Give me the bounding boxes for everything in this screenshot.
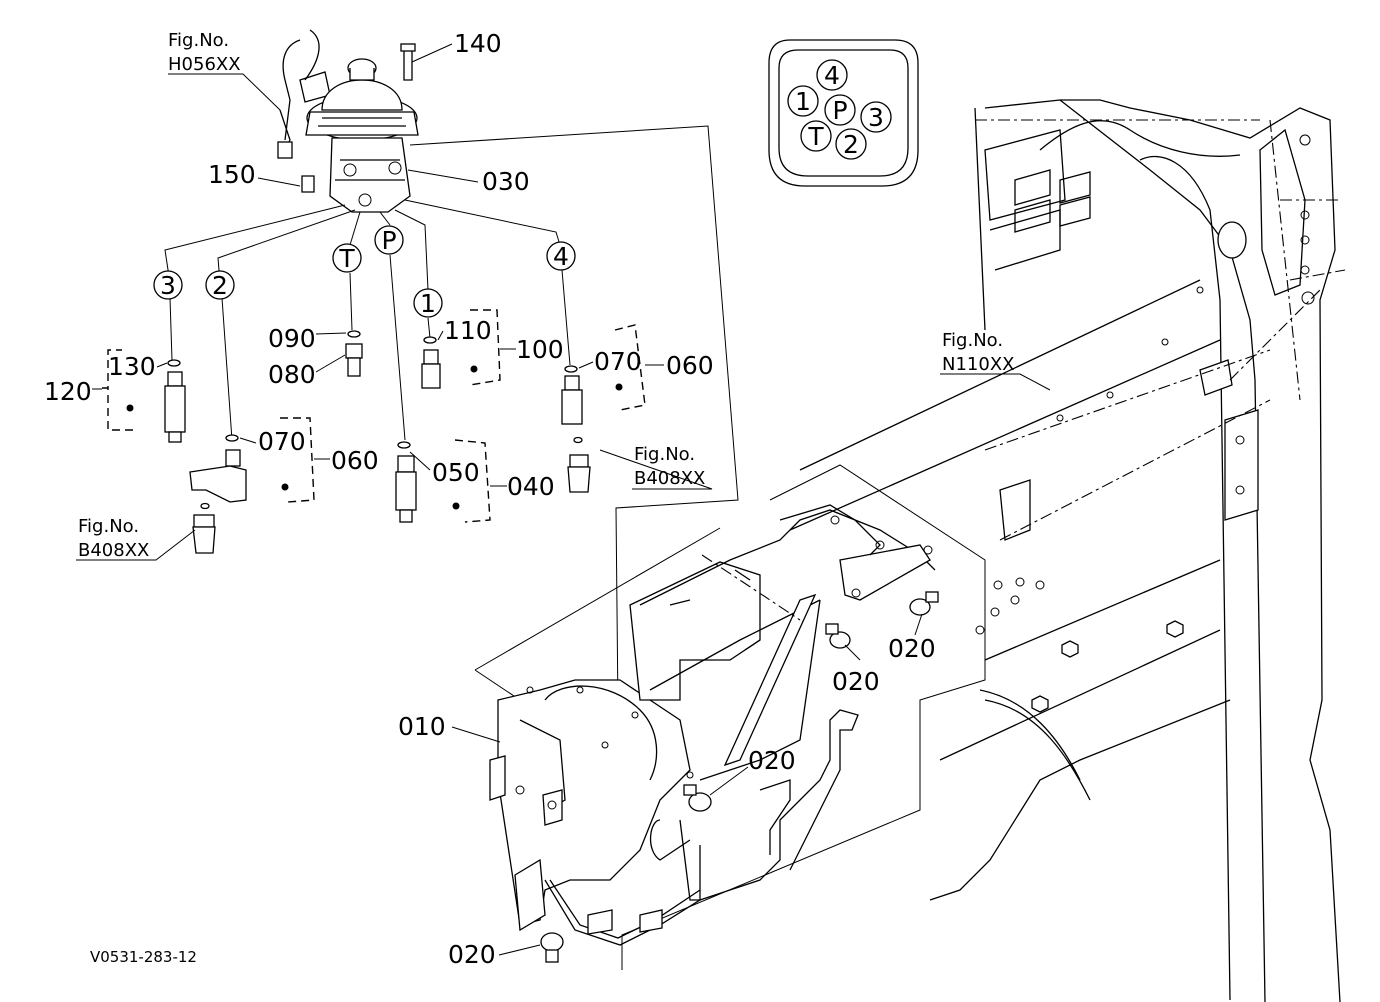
cab-frame (789, 99, 1346, 1002)
port-2-label: 2 (205, 270, 235, 300)
bolt-020-b (909, 591, 939, 616)
callout-030: 030 (482, 167, 530, 196)
port-map-circle-2: 2 (835, 128, 867, 160)
svg-text:Fig.No.: Fig.No. (168, 30, 229, 51)
svg-text:1: 1 (795, 87, 811, 116)
callout-040: 040 (507, 472, 555, 501)
port-map-circle-p: P (824, 94, 856, 126)
port-1-label: 1 (413, 288, 443, 318)
svg-text:H056XX: H056XX (168, 54, 241, 75)
bracket-010 (489, 504, 939, 963)
port-p-label: P (374, 225, 404, 255)
port-map-circle-4: 4 (816, 59, 848, 91)
svg-text:4: 4 (553, 242, 569, 271)
svg-text:N110XX: N110XX (942, 354, 1014, 375)
fig-ref-b408xx-left: Fig.No. B408XX (78, 516, 149, 561)
bolt-020-d (540, 932, 564, 963)
svg-text:P: P (832, 96, 847, 125)
callout-120: 120 (44, 377, 92, 406)
callouts: 140 150 030 090 080 110 100 130 120 070 … (44, 29, 936, 969)
port-3-label: 3 (153, 270, 183, 300)
svg-text:Fig.No.: Fig.No. (634, 444, 695, 465)
port-map-circle-t: T (800, 120, 832, 152)
callout-020-b: 020 (888, 634, 936, 663)
bolt-020-c (683, 784, 712, 812)
svg-text:3: 3 (160, 271, 176, 300)
fittings (102, 309, 646, 554)
callout-020-c: 020 (748, 746, 796, 775)
svg-text:B408XX: B408XX (78, 540, 149, 561)
svg-text:P: P (381, 226, 396, 255)
callout-050: 050 (432, 458, 480, 487)
fig-ref-n110xx: Fig.No. N110XX (942, 330, 1014, 375)
svg-text:2: 2 (212, 271, 228, 300)
callout-060-right: 060 (666, 351, 714, 380)
fig-ref-b408xx-right: Fig.No. B408XX (634, 444, 705, 489)
port-map-inset: 4 1 P 3 T 2 (768, 39, 919, 187)
callout-020-a: 020 (832, 667, 880, 696)
svg-text:Fig.No.: Fig.No. (78, 516, 139, 537)
leader-lines (76, 43, 1051, 956)
port-map-circle-3: 3 (860, 101, 892, 133)
bolt-020-a (825, 623, 851, 649)
callout-060-left: 060 (331, 446, 379, 475)
callout-010: 010 (398, 712, 446, 741)
callout-090: 090 (268, 324, 316, 353)
svg-text:4: 4 (824, 61, 840, 90)
svg-text:B408XX: B408XX (634, 468, 705, 489)
port-map-circle-1: 1 (787, 85, 819, 117)
callout-020-d: 020 (448, 940, 496, 969)
callout-070-left: 070 (258, 427, 306, 456)
callout-140: 140 (454, 29, 502, 58)
drawing-code: V0531-283-12 (90, 948, 197, 966)
port-t-label: T (332, 243, 362, 273)
svg-text:1: 1 (420, 289, 436, 318)
port-circles: 3 2 T P 1 4 (153, 225, 576, 318)
svg-text:T: T (338, 244, 355, 273)
callout-080: 080 (268, 360, 316, 389)
svg-text:3: 3 (868, 103, 884, 132)
svg-text:2: 2 (843, 130, 859, 159)
callout-110: 110 (444, 316, 492, 345)
callout-130: 130 (108, 352, 156, 381)
callout-070-right: 070 (594, 347, 642, 376)
callout-100: 100 (516, 335, 564, 364)
pilot-valve (277, 29, 419, 213)
svg-text:T: T (807, 122, 824, 151)
callout-150: 150 (208, 160, 256, 189)
fig-ref-h056xx: Fig.No. H056XX (168, 30, 241, 75)
port-4-label: 4 (546, 241, 576, 271)
svg-text:Fig.No.: Fig.No. (942, 330, 1003, 351)
